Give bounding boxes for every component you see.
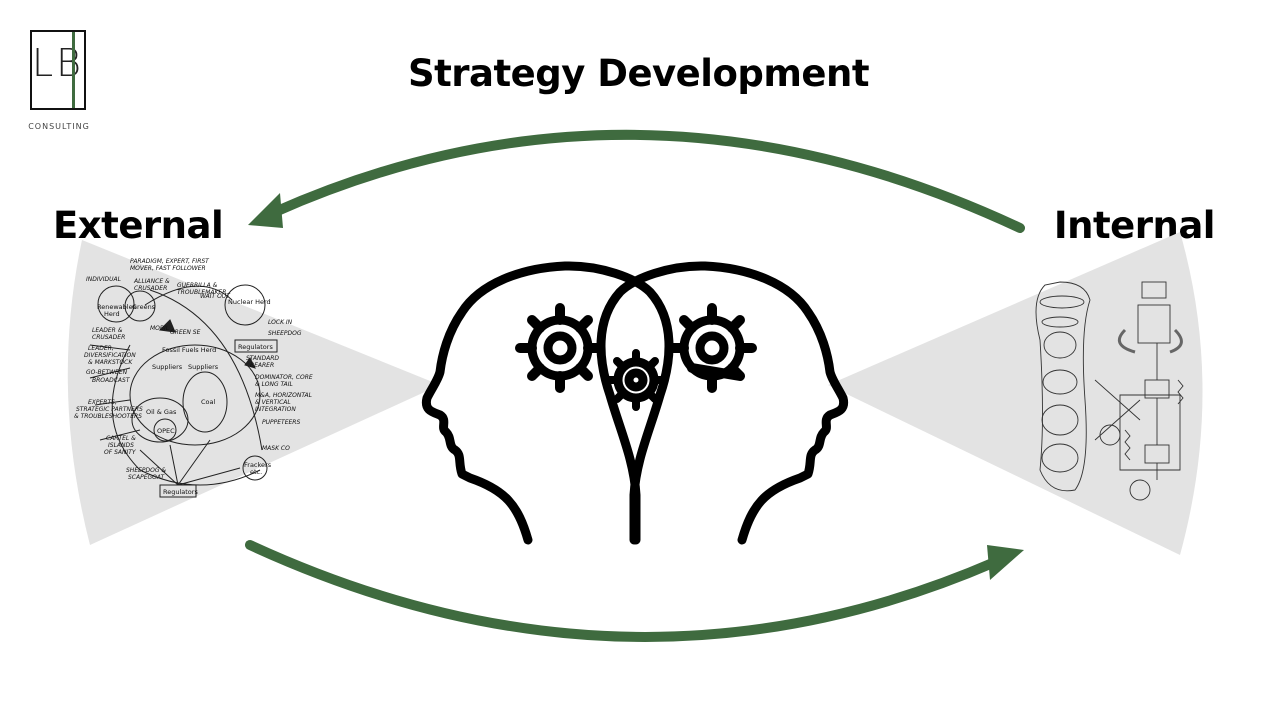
ext-label: GREEN SE	[170, 329, 201, 336]
ext-label: MASK CO	[262, 445, 290, 452]
bottom-arrow	[245, 540, 1024, 642]
ext-label: MOVER, FAST FOLLOWER	[130, 265, 206, 272]
external-sketch	[89, 284, 278, 498]
left-head-outline	[421, 261, 674, 545]
ext-label: Herd	[104, 310, 120, 318]
ext-label: OF SANITY	[104, 449, 137, 456]
ext-label: Regulators	[238, 343, 273, 351]
company-logo: LB CONSULTING	[28, 30, 90, 131]
external-fan	[67, 240, 441, 545]
ext-label: PARADIGM, EXPERT, FIRST	[130, 258, 210, 265]
page-title: Strategy Development	[407, 52, 870, 95]
ext-label: INDIVIDUAL	[86, 276, 121, 283]
ext-label: SHEEPDOG	[268, 330, 302, 337]
internal-label: Internal	[1053, 204, 1216, 247]
ext-label: & TROUBLESHOOTERS	[74, 413, 142, 420]
ext-label: SCAPEGOAT	[128, 474, 166, 481]
top-arrow	[248, 129, 1025, 233]
ext-label: Oil & Gas	[146, 408, 177, 416]
ext-label: WAIT OUT	[200, 293, 231, 300]
logo-mark: LB	[30, 30, 86, 110]
ext-label: BEARER	[250, 362, 274, 369]
ext-label: CRUSADER	[134, 285, 167, 292]
external-label: External	[53, 204, 224, 247]
two-heads-gears-icon	[421, 261, 849, 545]
external-sketch-labels: INDIVIDUAL PARADIGM, EXPERT, FIRST MOVER…	[74, 258, 313, 496]
logo-subtitle: CONSULTING	[28, 122, 90, 131]
right-head-outline	[596, 261, 849, 545]
ext-label: Regulators	[163, 488, 198, 496]
bottom-arrowhead	[987, 545, 1024, 580]
ext-label: MOBIL	[150, 325, 169, 332]
ext-label: LOCK IN	[268, 319, 293, 326]
ext-label: Renewables	[97, 303, 137, 311]
ext-label: BROADCAST	[92, 377, 131, 384]
internal-sketch	[1035, 281, 1184, 501]
ext-label: SHEEPDOG &	[126, 467, 166, 474]
center-gear-icon	[605, 349, 667, 411]
ext-label: STANDARD	[246, 355, 279, 362]
right-gear-icon	[667, 303, 757, 393]
ext-label: & MARKSTOCK	[88, 359, 133, 366]
ext-label: PUPPETEERS	[262, 419, 300, 426]
ext-label: Suppliers	[188, 363, 219, 371]
ext-label: GO-BETWEEN	[86, 369, 128, 376]
ext-label: Fossil Fuels Herd	[162, 346, 216, 354]
ext-label: ISLANDS	[108, 442, 134, 449]
ext-label: LEADER,	[88, 345, 114, 352]
ext-label: LEADER &	[92, 327, 123, 334]
ext-label: DOMINATOR, CORE	[255, 374, 313, 381]
ext-label: Greens	[132, 303, 156, 311]
ext-label: etc.	[250, 468, 262, 476]
ext-label: DIVERSIFICATION	[84, 352, 136, 359]
ext-label: Nuclear Herd	[228, 298, 271, 306]
ext-label: CRUSADER	[92, 334, 125, 341]
ext-label: Coal	[201, 398, 215, 406]
logo-accent-bar	[72, 32, 75, 108]
ext-label: CARTEL &	[106, 435, 136, 442]
ext-label: & VERTICAL	[255, 399, 291, 406]
ext-label: M&A, HORIZONTAL	[255, 392, 312, 399]
ext-label: GUERRILLA &	[177, 282, 218, 289]
top-arrowhead	[248, 193, 283, 228]
left-gear-icon	[515, 303, 605, 393]
ext-label: OPEC	[157, 427, 175, 435]
ext-label: Suppliers	[152, 363, 183, 371]
ext-label: & LONG TAIL	[255, 381, 293, 388]
ext-label: ALLIANCE &	[133, 278, 170, 285]
internal-fan	[828, 232, 1203, 555]
ext-label: INTEGRATION	[255, 406, 296, 413]
ext-label: Frackers	[244, 461, 272, 469]
ext-label: EXPERTS,	[88, 399, 117, 406]
ext-label: STRATEGIC PARTNERS	[76, 406, 143, 413]
ext-label: TROUBLEMAKER	[177, 289, 226, 296]
